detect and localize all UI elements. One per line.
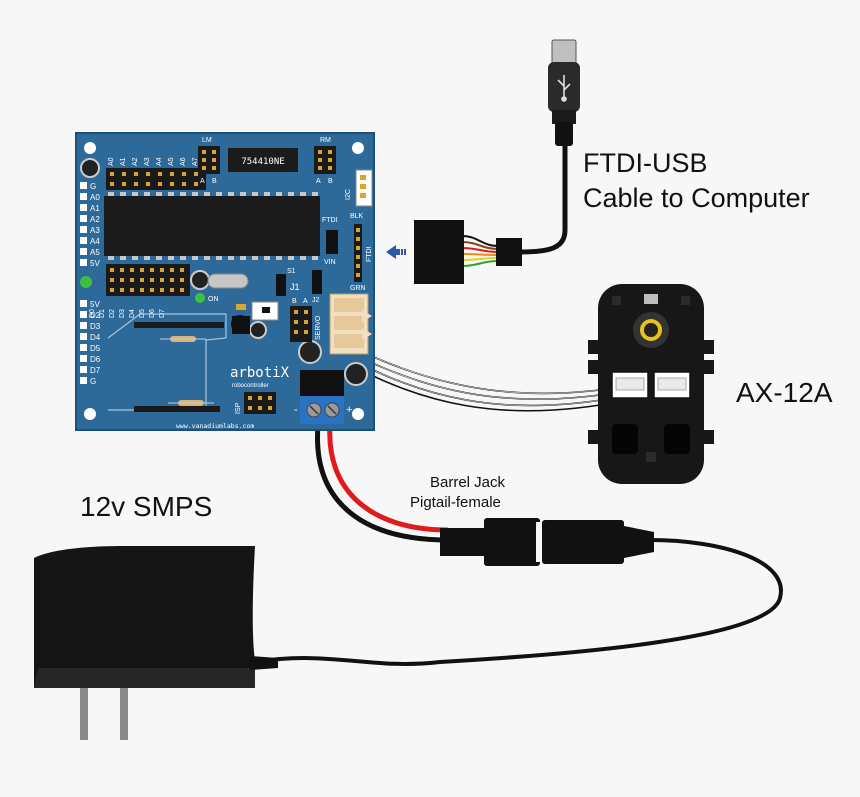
rm-a-label: A: [316, 178, 321, 185]
status-led: [80, 276, 92, 288]
black-power-wire: [315, 424, 449, 543]
svg-text:G: G: [90, 377, 96, 386]
j1-label: J1: [290, 282, 300, 292]
ftdi-connector: [414, 220, 464, 284]
servo-b-label: B: [292, 298, 297, 305]
svg-text:5V: 5V: [90, 300, 100, 309]
usb-connector: [548, 39, 580, 146]
svg-text:A3: A3: [144, 157, 151, 166]
svg-text:A0: A0: [90, 193, 100, 202]
lm-label: LM: [202, 137, 212, 144]
blk-label: BLK: [350, 213, 364, 220]
servo-port-label: SERVO: [315, 315, 322, 340]
svg-text:5V: 5V: [90, 259, 100, 268]
board-minus-label: -: [294, 404, 298, 416]
svg-text:D7: D7: [90, 366, 101, 375]
svg-text:D3: D3: [90, 322, 101, 331]
dynamixel-ports: [329, 293, 372, 355]
svg-text:A7: A7: [192, 157, 199, 166]
analog-pin-labels: A0 A1 A2 A3 A4 A5 A6 A7: [108, 157, 199, 166]
lm-a-label: A: [200, 178, 205, 185]
svg-text:D4: D4: [129, 309, 136, 318]
svg-text:A4: A4: [90, 237, 100, 246]
ftdi-junction: [496, 238, 522, 266]
svg-text:D6: D6: [149, 309, 156, 318]
servo-model-label: AX-12A: [736, 377, 833, 408]
left-pin-labels-bottom: 5V D2 D3 D4 D5 D6 D7 G: [90, 300, 101, 386]
barrel-jack: [440, 518, 654, 566]
rm-label: RM: [320, 137, 331, 144]
svg-text:D2: D2: [109, 309, 116, 318]
power-led: [195, 293, 205, 303]
svg-text:A1: A1: [120, 157, 127, 166]
servo-a-label: A: [303, 298, 308, 305]
s1-label: S1: [287, 268, 296, 275]
ftdi-wires: [461, 235, 499, 267]
svg-text:A0: A0: [108, 157, 115, 166]
grn-label: GRN: [350, 285, 366, 292]
brand-label: arbotiX: [230, 365, 290, 381]
svg-text:A2: A2: [90, 215, 100, 224]
svg-text:A5: A5: [168, 157, 175, 166]
usb-cable: [519, 145, 568, 255]
ftdi-cable-label-line2: Cable to Computer: [583, 183, 810, 213]
board-url-label: www.vanadiumlabs.com: [176, 422, 254, 430]
svg-text:D3: D3: [119, 309, 126, 318]
psu-cable: [254, 538, 783, 666]
ftdi-vertical-label: FTDI: [366, 246, 373, 262]
svg-text:A2: A2: [132, 157, 139, 166]
svg-text:D5: D5: [139, 309, 146, 318]
barrel-jack-label-line2: Pigtail-female: [410, 494, 501, 511]
arbotix-board: 754410NE: [75, 132, 375, 431]
power-supply: [34, 545, 278, 740]
ftdi-cable-label-line1: FTDI-USB: [583, 148, 708, 178]
ax12a-servo: [588, 284, 714, 484]
digital-pin-labels: D0 D1 D2 D3 D4 D5 D6 D7: [89, 309, 166, 318]
rm-b-label: B: [328, 178, 333, 185]
barrel-jack-label-line1: Barrel Jack: [430, 474, 506, 491]
svg-text:A3: A3: [90, 226, 100, 235]
svg-text:A4: A4: [156, 157, 163, 166]
servo-cables: [344, 343, 629, 412]
brand-sub-label: robocontroller: [232, 383, 269, 389]
usb-trident-icon: [557, 75, 571, 102]
svg-text:D5: D5: [90, 344, 101, 353]
isp-label: ISP: [235, 402, 242, 414]
svg-text:A6: A6: [180, 157, 187, 166]
on-label: ON: [208, 296, 219, 303]
svg-text:D1: D1: [99, 309, 106, 318]
svg-text:G: G: [90, 182, 96, 191]
lm-b-label: B: [212, 178, 217, 185]
svg-text:D6: D6: [90, 355, 101, 364]
svg-text:D4: D4: [90, 333, 101, 342]
svg-text:A1: A1: [90, 204, 100, 213]
j2-label: J2: [312, 297, 320, 304]
left-pin-labels-top: G A0 A1 A2 A3 A4 A5 5V: [90, 182, 100, 268]
svg-text:A5: A5: [90, 248, 100, 257]
vin-label: VIN: [324, 259, 336, 266]
red-power-wire: [327, 424, 449, 533]
ftdi-label: FTDI: [322, 217, 338, 224]
power-supply-label: 12v SMPS: [80, 491, 213, 522]
svg-text:D7: D7: [159, 309, 166, 318]
plus-label: +: [346, 404, 352, 416]
i2c-label: I2C: [345, 189, 352, 200]
svg-text:D2: D2: [90, 311, 101, 320]
svg-text:D0: D0: [89, 309, 96, 318]
chip-label: 754410NE: [241, 157, 284, 167]
arrow-left-icon: [386, 245, 406, 259]
